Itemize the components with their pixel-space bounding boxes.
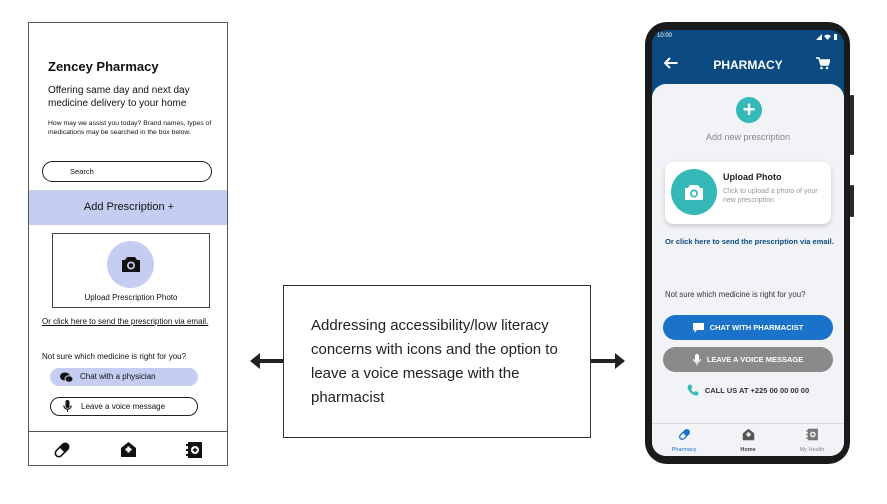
microphone-icon <box>692 353 701 365</box>
wireframe-upload-photo-box[interactable]: Upload Prescription Photo <box>52 233 210 308</box>
email-prescription-link[interactable]: Or click here to send the prescription v… <box>665 237 834 246</box>
camera-icon <box>671 169 717 215</box>
back-arrow-icon[interactable] <box>664 57 678 69</box>
page-title: PHARMACY <box>713 58 783 72</box>
add-prescription-button[interactable]: + <box>736 97 762 123</box>
call-us-link[interactable]: CALL US AT +225 00 00 00 00 <box>652 384 844 396</box>
right-arrow-icon <box>591 353 625 369</box>
health-record-icon[interactable] <box>186 441 203 459</box>
annotation-note: Addressing accessibility/low literacy co… <box>283 285 591 438</box>
voice-button-label: LEAVE A VOICE MESSAGE <box>706 355 804 364</box>
home-icon <box>742 428 754 441</box>
chat-with-pharmacist-button[interactable]: CHAT WITH PHARMACIST <box>663 315 833 340</box>
status-icons <box>816 34 837 40</box>
main-content: + Add new prescription Upload Photo Clic… <box>652 84 844 456</box>
phone-screen: 10:00 PHARMACY + Add new prescription Up… <box>652 30 844 456</box>
upload-photo-description: Click to upload a photo of your new pres… <box>723 188 818 204</box>
nav-my-health-label: My Health <box>799 447 825 453</box>
wireframe-help-text: How may we assist you today? Brand names… <box>48 120 212 136</box>
nav-my-health[interactable]: My Health <box>780 428 844 453</box>
wireframe-chat-button[interactable]: Chat with a physician <box>50 368 198 386</box>
pill-icon[interactable] <box>53 441 71 459</box>
nav-home[interactable]: Home <box>716 428 780 453</box>
call-us-label: CALL US AT +225 00 00 00 00 <box>704 385 810 395</box>
wireframe-screen: Zencey Pharmacy Offering same day and ne… <box>28 22 228 466</box>
wireframe-not-sure-text: Not sure which medicine is right for you… <box>42 352 187 361</box>
wireframe-search-input[interactable]: Search <box>42 161 212 182</box>
nav-pharmacy[interactable]: Pharmacy <box>652 428 716 453</box>
chat-button-label: CHAT WITH PHARMACIST <box>709 323 804 332</box>
camera-icon <box>107 241 154 288</box>
chat-icon <box>692 322 704 333</box>
microphone-icon <box>63 400 72 412</box>
phone-icon <box>687 384 699 396</box>
pill-icon <box>678 429 690 440</box>
phone-side-button <box>850 185 854 217</box>
wireframe-title: Zencey Pharmacy <box>48 59 159 74</box>
status-bar: 10:00 <box>652 30 844 44</box>
cart-icon[interactable] <box>816 57 830 70</box>
wireframe-email-link[interactable]: Or click here to send the prescription v… <box>42 317 209 326</box>
upload-photo-title: Upload Photo <box>723 172 782 182</box>
chat-bubbles-icon <box>60 372 73 383</box>
not-sure-text: Not sure which medicine is right for you… <box>665 290 806 299</box>
wireframe-subtitle: Offering same day and next day medicine … <box>48 85 190 109</box>
nav-home-label: Home <box>740 447 756 453</box>
status-time: 10:00 <box>657 33 673 39</box>
leave-voice-message-button[interactable]: LEAVE A VOICE MESSAGE <box>663 347 833 372</box>
left-arrow-icon <box>250 353 284 369</box>
home-icon[interactable] <box>120 441 137 458</box>
nav-pharmacy-label: Pharmacy <box>671 447 697 453</box>
wireframe-upload-label: Upload Prescription Photo <box>84 293 178 302</box>
upload-photo-card[interactable]: Upload Photo Click to upload a photo of … <box>665 162 831 224</box>
phone-side-button <box>850 95 854 155</box>
health-record-icon <box>805 428 818 441</box>
wireframe-voice-button[interactable]: Leave a voice message <box>50 397 198 416</box>
annotation-text: Addressing accessibility/low literacy co… <box>311 317 558 406</box>
wireframe-add-prescription-button[interactable]: Add Prescription + <box>29 190 227 225</box>
wireframe-bottom-nav <box>29 431 227 465</box>
bottom-nav: Pharmacy Home My Health <box>652 423 844 456</box>
add-prescription-label: Add new prescription <box>705 132 791 142</box>
